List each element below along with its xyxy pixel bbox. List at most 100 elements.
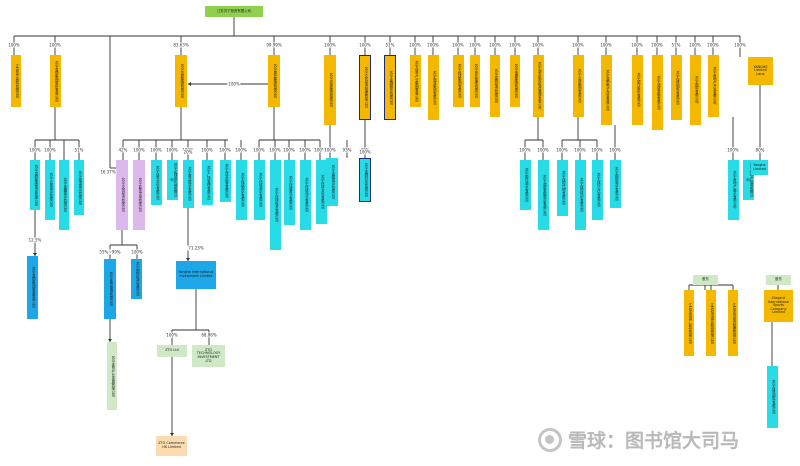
ownership-percent: 100% (726, 147, 740, 153)
company-node-c23: 苏宁保险公估有限公司 (592, 160, 603, 220)
ownership-percent: 51% (670, 42, 682, 48)
company-node-lg2: ZTG Ltd (157, 345, 187, 357)
ownership-percent: 100% (149, 147, 163, 153)
ownership-percent: 55%~99% (98, 249, 122, 255)
ownership-percent: 100% (706, 42, 720, 48)
ownership-percent: 100% (508, 42, 522, 48)
ownership-percent: 100% (468, 42, 482, 48)
ownership-percent: 100% (132, 147, 146, 153)
company-node-g1: 江苏苏宁易购有限公司 (11, 55, 21, 107)
company-node-c5: 苏宁体育文化有限公司 (151, 160, 162, 205)
company-node-b4: Yanghe International Investment Limited (176, 261, 216, 289)
ownership-percent: 100% (408, 42, 422, 48)
company-node-root: 江苏苏宁投资有限公司 (205, 6, 263, 17)
company-node-c15: 苏宁环球文化有限公司 (316, 160, 327, 224)
ownership-percent: 68.86% (200, 332, 218, 338)
ownership-percent: 100% (488, 42, 502, 48)
ownership-percent: 100% (650, 42, 664, 48)
ownership-percent: 100% (268, 147, 282, 153)
company-node-g9: 苏宁物流集团有限公司 (428, 55, 439, 120)
company-node-lgB: 股东 (766, 275, 791, 285)
company-node-c10: 苏宁科技南京有限公司 (236, 160, 247, 220)
arrow-head (188, 82, 191, 86)
company-node-c6: 苏宁足球俱乐部有限公司 (167, 160, 178, 200)
ownership-percent: 16.37% (99, 169, 117, 175)
ownership-percent: 100% (234, 147, 248, 153)
company-node-g10: 苏宁科技集团有限公司 (453, 55, 464, 107)
company-node-g2: 苏宁易购集团股份有限公司 (50, 55, 61, 107)
company-node-g5: 苏宁环球集团有限公司 (324, 55, 336, 125)
company-node-c20: 苏宁消费金融南京有限公司 (538, 160, 549, 230)
ownership-percent: 100% (555, 147, 569, 153)
company-node-c8: 苏宁广场管理有限公司 (202, 160, 213, 205)
ownership-percent: 100% (518, 147, 532, 153)
company-node-gB1: Elegant International Sports Company Lim… (764, 290, 793, 322)
company-node-g3: 苏宁控股集团有限公司 (175, 55, 187, 107)
company-node-g4: 苏宁置业集团有限公司 (268, 55, 280, 107)
company-node-bB1: 苏宁体育国际有限公司 (767, 366, 778, 428)
company-node-c13: 苏宁环球置业有限公司 (284, 160, 295, 225)
company-node-g16: 苏宁易购电子商务有限公司 (601, 55, 612, 125)
company-node-c26: 苏宁房地产投资有限公司 (743, 160, 754, 200)
ownership-percent: 100% (48, 42, 62, 48)
ownership-percent: 99.99% (265, 42, 283, 48)
ownership-percent: 100% (313, 147, 327, 153)
company-node-gA2: 江苏双沟酒业股份有限公司 (706, 290, 716, 356)
ownership-percent: 100% (165, 332, 179, 338)
company-node-g15: 苏宁云商集团有限公司 (573, 55, 584, 117)
company-node-c12: 苏宁环球投资有限公司 (270, 160, 281, 250)
company-node-lg3: ZTG TECHNOLOGY INVESTMENT LTD (192, 345, 225, 367)
company-node-yh: YANGHE Limited Lane (748, 57, 773, 85)
arrow-head (186, 258, 190, 261)
company-node-g21: 苏宁房地产开发有限公司 (708, 55, 719, 117)
company-node-g19: 苏宁保险销售有限公司 (671, 55, 682, 120)
company-node-c11: 苏宁环球南京有限公司 (254, 160, 265, 220)
ownership-percent: 100% (252, 147, 266, 153)
company-node-g20: 苏宁国际有限公司 (690, 55, 701, 125)
company-node-c1: 苏宁易购集团南京有限公司 (30, 160, 40, 210)
arrow-head (170, 433, 174, 436)
company-node-c17: 苏宁金融南京有限公司 (326, 158, 338, 206)
ownership-percent: 100% (358, 149, 372, 155)
company-node-c25: 苏宁房地产南京有限公司 (728, 160, 739, 220)
ownership-percent: 93% (341, 147, 353, 153)
ownership-percent: 100% (298, 147, 312, 153)
company-node-b2: 苏宁体育香港有限公司 (104, 259, 116, 319)
ownership-percent: 100% (130, 249, 144, 255)
arrow-head (33, 253, 37, 256)
ownership-percent: 12.5% (27, 237, 43, 243)
company-node-g11: 苏宁商业管理有限公司 (470, 55, 480, 107)
company-node-g7: 苏宁金融服务有限公司 (384, 55, 396, 120)
company-node-g17: 苏宁银行股份有限公司 (632, 55, 643, 125)
ownership-percent: 100% (323, 42, 337, 48)
company-node-lgA: 股东 (693, 275, 718, 285)
ownership-percent: 100% (599, 42, 613, 48)
company-node-pe1: ZTG Commerce HK Limited (156, 436, 187, 456)
company-node-g8: 苏宁体育产业集团有限公司 (410, 55, 421, 107)
watermark: 雪球：图书馆大司马 (538, 426, 739, 453)
company-node-c4: 苏宁物流南京有限公司 (74, 160, 84, 215)
ownership-percent: 100% (7, 42, 21, 48)
company-node-c9: 苏宁商业运营有限公司 (220, 160, 231, 202)
company-node-b3: 苏宁国际投资有限公司 (131, 259, 142, 299)
ownership-percent: 100% (165, 147, 179, 153)
company-node-g14: 苏宁润东股权投资管理有限公司 (533, 55, 544, 117)
ownership-percent: 100% (358, 42, 372, 48)
ownership-percent: 100% (571, 42, 585, 48)
ownership-percent: 100% (282, 147, 296, 153)
ownership-percent: 100% (733, 42, 747, 48)
ownership-percent: 100% (536, 147, 550, 153)
company-node-c19: 苏宁银行南京有限公司 (520, 160, 531, 210)
ownership-percent: 100% (573, 147, 587, 153)
company-node-p2: 苏宁影视传媒有限公司 (133, 160, 145, 230)
company-node-gA1: 江苏洋河酒厂股份有限公司 (684, 290, 694, 356)
ownership-percent: 100% (531, 42, 545, 48)
ownership-percent: 100% (43, 147, 57, 153)
company-node-c18: 苏宁金融科技有限公司 (359, 158, 371, 202)
watermark-text: 雪球：图书馆大司马 (568, 430, 740, 452)
company-node-c3: 苏宁电器南京有限公司 (59, 160, 69, 230)
ownership-percent: 100% (227, 81, 241, 87)
ownership-percent: 20% (182, 149, 194, 155)
company-node-c24: 苏宁国际南京有限公司 (610, 160, 621, 208)
